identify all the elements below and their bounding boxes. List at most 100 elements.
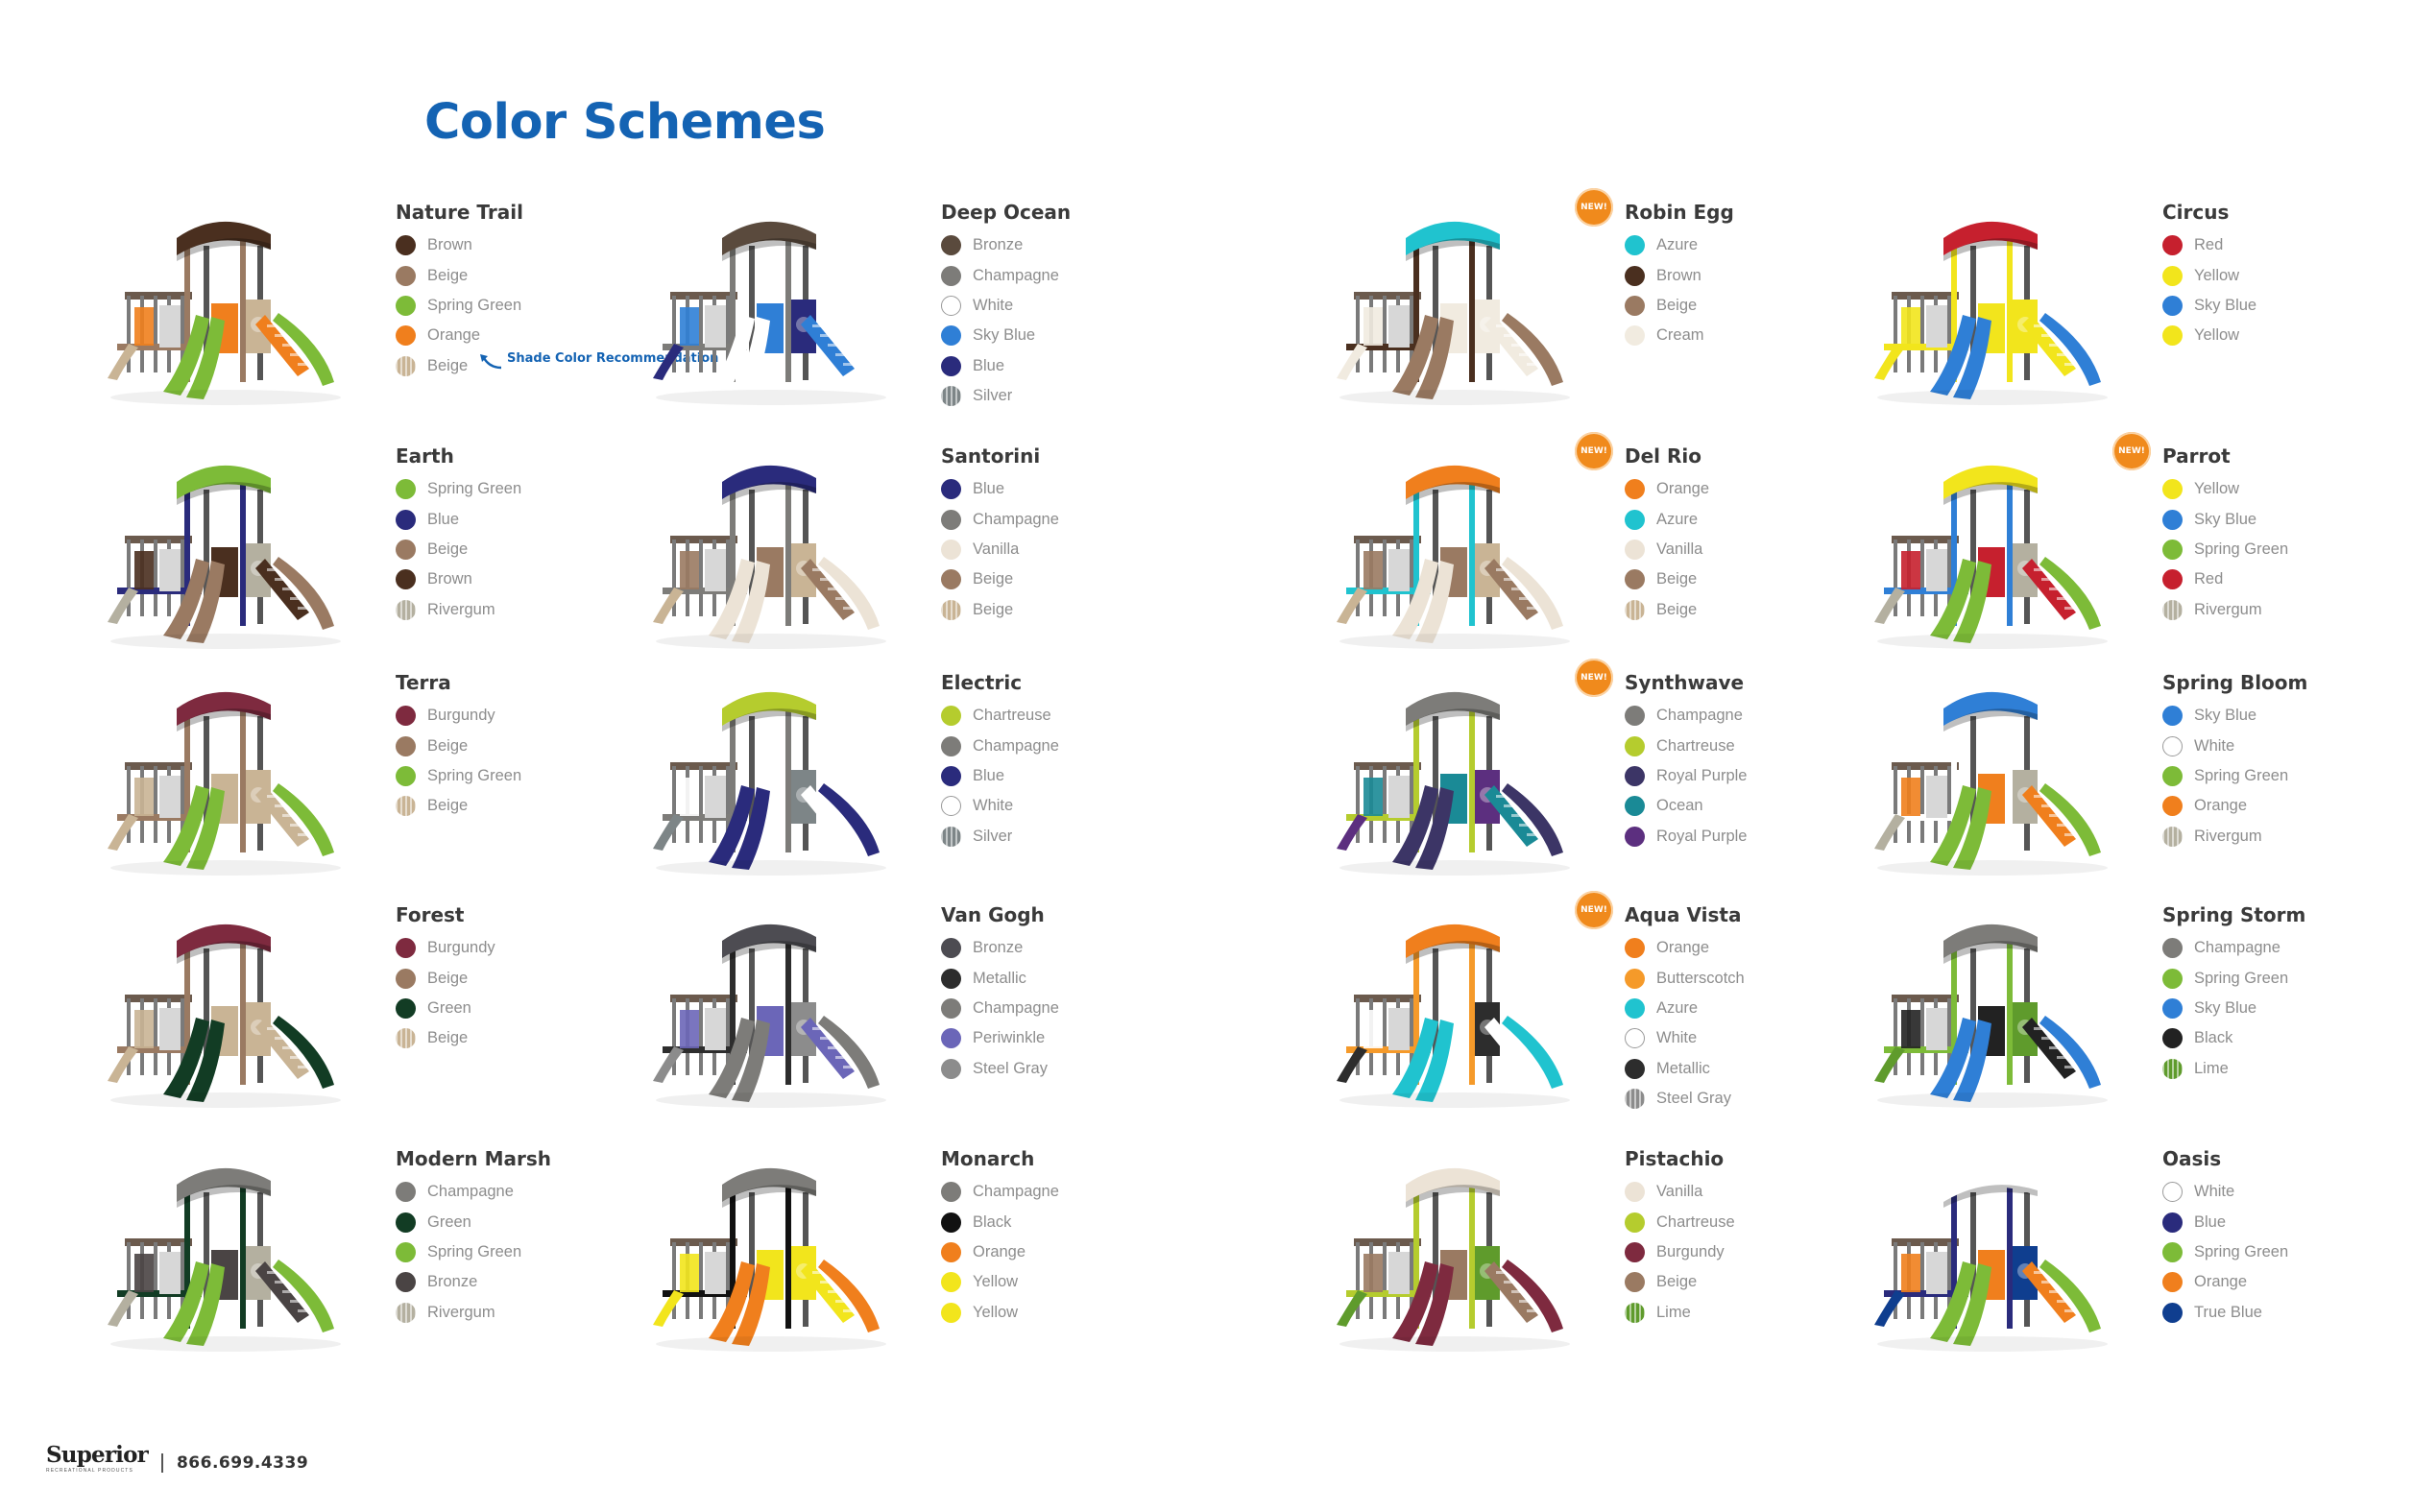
playground-illustration: [108, 221, 341, 405]
color-swatch: [1625, 796, 1645, 817]
color-item: White: [941, 791, 1215, 821]
tower-post: [1970, 716, 1976, 851]
scheme-name: Del Rio: [1625, 444, 1701, 468]
slide-left: [108, 588, 138, 624]
tower-post: [785, 1185, 791, 1329]
climber-rung: [1504, 1281, 1519, 1284]
panel-mesh: [705, 549, 726, 591]
slide-right: [2039, 313, 2101, 386]
playground-illustration: [653, 691, 886, 876]
tower-post: [1469, 238, 1475, 382]
panel-mesh: [159, 549, 181, 591]
climber-rung: [835, 824, 851, 827]
post-left: [672, 998, 676, 1075]
panel-left: [1901, 1254, 1920, 1292]
color-swatch: [1625, 1182, 1645, 1203]
post-left: [154, 998, 157, 1075]
color-swatch: [396, 1182, 416, 1203]
post-left: [1383, 296, 1387, 372]
playground-illustration: [653, 924, 886, 1108]
scheme-name: Earth: [396, 444, 454, 468]
color-swatch: [396, 1212, 416, 1233]
post-left: [1894, 540, 1897, 616]
color-item: Beige: [941, 595, 1215, 625]
slide-front-1: [709, 785, 755, 866]
roof: [722, 465, 816, 499]
color-swatch: [941, 765, 961, 786]
slide-left: [1874, 344, 1905, 380]
climber-rung: [812, 568, 828, 571]
slide-front-2: [1953, 561, 1991, 643]
tower-post: [730, 941, 736, 1085]
color-label: Brown: [427, 236, 472, 254]
slide-left: [1337, 1046, 1367, 1083]
color-item: Blue: [2162, 1207, 2413, 1236]
roof: [177, 1167, 271, 1202]
color-swatch: [396, 968, 416, 989]
color-swatch: [2162, 1058, 2183, 1079]
tower-post: [1970, 490, 1976, 624]
climber-rung: [1504, 1037, 1519, 1040]
color-item: Yellow: [941, 1298, 1215, 1328]
color-item: Spring Green: [2162, 1237, 2413, 1267]
climber-rung: [2064, 363, 2080, 366]
panel-left: [1901, 551, 1920, 589]
color-label: Green: [427, 998, 471, 1017]
color-label: Green: [427, 1212, 471, 1231]
color-item: Azure: [1625, 230, 1898, 260]
slide-front-2: [1415, 561, 1454, 643]
post-left: [181, 1242, 184, 1319]
color-label: Champagne: [2194, 939, 2280, 957]
post-left: [127, 1242, 131, 1319]
color-label: Blue: [973, 766, 1005, 784]
panel-mesh: [705, 1008, 726, 1050]
color-item: Beige: [396, 963, 669, 993]
color-swatch: [396, 355, 416, 376]
climber-rung: [2049, 1290, 2064, 1293]
climber-rung: [1519, 1056, 1534, 1059]
tower-post: [749, 716, 755, 851]
tower-post: [1413, 708, 1419, 852]
climber-rung: [2064, 833, 2080, 836]
slide-right: [818, 313, 880, 386]
color-item: Brown: [396, 564, 669, 594]
color-swatch: [1625, 968, 1645, 989]
slide-right: [1502, 1260, 1563, 1332]
panel-left: [680, 1010, 699, 1048]
color-swatch: [396, 295, 416, 316]
climber-rung: [843, 1309, 858, 1312]
ground-shadow: [656, 1092, 886, 1108]
panel-mesh: [159, 1252, 181, 1294]
color-item: Lime: [1625, 1298, 1898, 1328]
color-swatch: [1625, 826, 1645, 847]
panel-mesh: [159, 776, 181, 818]
post-left: [1356, 540, 1360, 616]
playground-illustration: [1337, 691, 1570, 876]
color-swatch: [2162, 997, 2183, 1019]
slide-front-1: [163, 1261, 209, 1342]
roof-shadow: [177, 238, 271, 261]
panel-mesh: [1388, 549, 1410, 591]
ground-shadow: [656, 390, 886, 405]
color-label: Royal Purple: [1656, 766, 1748, 784]
slide-front-2: [732, 1020, 770, 1102]
climber-rung: [1527, 833, 1542, 836]
ground-shadow: [1339, 634, 1570, 649]
playground-image: [641, 670, 901, 881]
climber-rung: [835, 1300, 851, 1303]
climber-rung: [820, 334, 835, 337]
color-swatch: [2162, 1028, 2183, 1049]
new-badge: NEW!: [1575, 891, 1613, 929]
post-left: [1920, 998, 1924, 1075]
climber-rung: [1519, 824, 1534, 827]
color-item: Steel Gray: [941, 1054, 1215, 1084]
climber-rung: [275, 1281, 290, 1284]
color-item: Vanilla: [941, 535, 1215, 564]
